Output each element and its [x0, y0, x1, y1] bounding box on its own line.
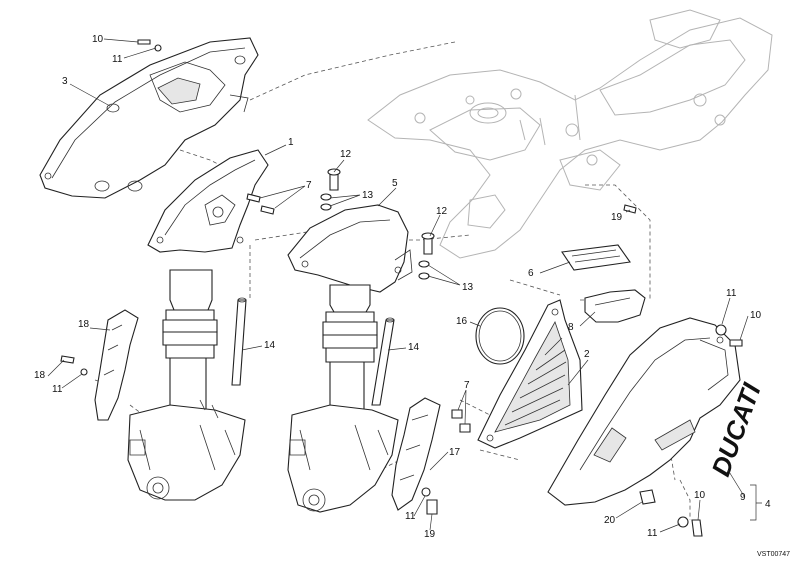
callout-8: 8 — [568, 322, 574, 333]
part-8-pad — [584, 289, 646, 323]
callout-5: 5 — [392, 178, 398, 189]
callout-10: 10 — [694, 490, 706, 501]
callout-10: 10 — [92, 34, 104, 45]
hardware — [60, 39, 743, 537]
ghost-frame — [367, 9, 773, 259]
callout-16: 17 — [449, 447, 461, 458]
callout-9: 9 — [740, 492, 746, 503]
callout-2: 2 — [584, 349, 590, 360]
callout-20: 20 — [604, 515, 616, 526]
callout-4: 4 — [765, 499, 771, 510]
callout-14: 14 — [408, 342, 420, 353]
callout-1: 1 — [288, 137, 294, 148]
callout-3: 3 — [62, 76, 68, 87]
leader-lines — [47, 38, 762, 533]
part-4-side-fairing — [547, 317, 741, 506]
callout-11: 11 — [647, 528, 658, 539]
part-6-label — [561, 244, 631, 271]
part-5-cover — [287, 204, 413, 293]
callout-7: 7 — [306, 180, 312, 191]
callout-11: 11 — [52, 384, 63, 395]
part-17-side-guard — [94, 309, 139, 421]
callout-15: 16 — [456, 316, 468, 327]
callout-10: 10 — [750, 310, 762, 321]
callout-13: 13 — [462, 282, 474, 293]
fork-left-assembly — [127, 269, 246, 501]
callout-7: 7 — [464, 380, 470, 391]
callout-6: 6 — [528, 268, 534, 279]
callout-13: 13 — [362, 190, 374, 201]
callout-14: 14 — [264, 340, 276, 351]
callout-19: 19 — [611, 212, 623, 223]
callout-11: 11 — [405, 511, 416, 522]
drawing-code: VST00747 — [757, 551, 790, 558]
part-16-side-guard — [391, 397, 441, 511]
fork-right-assembly — [287, 284, 399, 513]
part-1-front-mudguard — [147, 149, 269, 253]
part-14-rods — [231, 297, 395, 406]
part-3-upper-fairing — [39, 37, 259, 199]
callout-11: 11 — [726, 288, 737, 299]
callout-11: 11 — [112, 54, 123, 65]
part-15-o-ring — [475, 307, 525, 365]
callout-18: 18 — [34, 370, 46, 381]
callout-18: 19 — [424, 529, 436, 540]
callout-12: 12 — [436, 206, 448, 217]
callout-12: 12 — [340, 149, 352, 160]
callout-17: 18 — [78, 319, 90, 330]
part-2-intake-grille — [477, 299, 583, 449]
callout-labels: 10 11 3 1 7 12 13 5 12 13 19 6 8 16 2 11… — [34, 34, 771, 540]
